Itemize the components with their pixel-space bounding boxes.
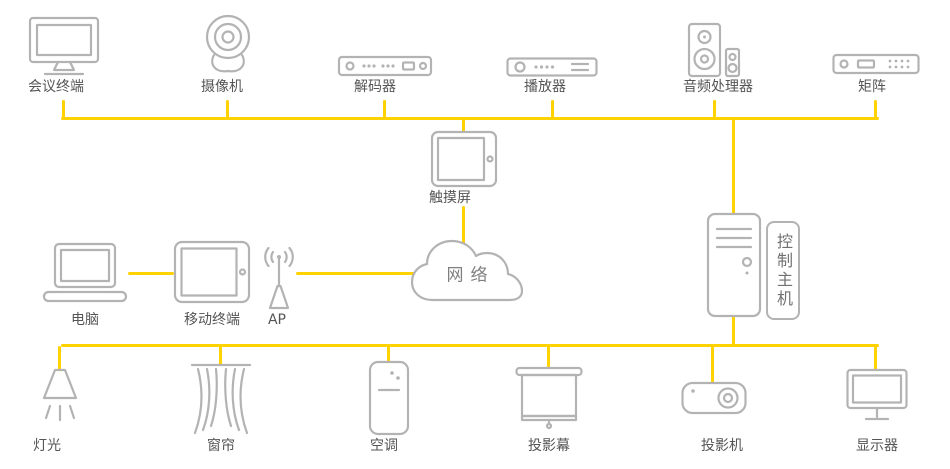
touch-screen-icon	[430, 130, 498, 188]
connector-ap-to-cloud	[296, 272, 418, 275]
projection-screen-icon	[515, 366, 583, 430]
connector-stub-matrix	[874, 100, 877, 119]
label-audio-processor: 音频处理器	[683, 79, 753, 95]
connector-stub-projection-screen	[547, 346, 550, 368]
player-icon	[506, 56, 598, 78]
connector-stub-monitor	[874, 346, 877, 370]
label-computer: 电脑	[71, 312, 99, 328]
label-conference-terminal: 会议终端	[28, 79, 84, 95]
projector-icon	[681, 374, 747, 422]
camera-icon	[200, 12, 256, 76]
connector-bus-to-host	[732, 119, 735, 214]
label-mobile-terminal: 移动终端	[184, 312, 240, 328]
air-conditioner-icon	[368, 360, 410, 436]
curtain-icon	[190, 362, 252, 436]
label-monitor: 显示器	[856, 438, 898, 454]
label-projection-screen: 投影幕	[528, 438, 570, 454]
label-network: 网络	[446, 265, 495, 286]
label-control-host: 控制主机	[774, 232, 793, 309]
antenna-icon	[256, 246, 302, 312]
laptop-icon	[42, 242, 128, 306]
lamp-icon	[34, 358, 86, 430]
connector-stub-audio-processor	[713, 100, 716, 119]
label-player: 播放器	[524, 79, 566, 95]
connector-stub-player	[551, 100, 554, 119]
connector-stub-air-conditioner	[387, 346, 390, 362]
connector-bottom-bus	[61, 344, 879, 347]
tablet-icon	[173, 240, 251, 304]
connector-stub-conference-terminal	[62, 100, 65, 119]
connector-stub-decoder	[383, 100, 386, 119]
connector-touchscreen-to-cloud	[462, 206, 465, 248]
connector-stub-curtain	[219, 346, 222, 365]
connector-stub-light	[58, 346, 61, 371]
connector-laptop-to-tablet	[128, 272, 174, 275]
connector-host-to-bottom-bus	[732, 316, 735, 346]
connector-top-bus	[61, 117, 879, 120]
label-ap: AP	[267, 312, 287, 328]
label-air-conditioner: 空调	[370, 438, 398, 454]
audio-processor-icon	[687, 22, 741, 78]
monitor-icon	[846, 368, 908, 426]
tower-host-icon	[706, 212, 762, 318]
connector-stub-projector	[711, 346, 714, 384]
matrix-icon	[832, 52, 920, 76]
label-projector: 投影机	[701, 438, 743, 454]
cloud-icon	[408, 232, 526, 314]
decoder-icon	[337, 54, 433, 78]
label-light: 灯光	[33, 438, 61, 454]
connector-stub-camera	[226, 100, 229, 119]
label-decoder: 解码器	[354, 79, 396, 95]
connector-bus-to-touchscreen	[462, 119, 465, 132]
label-camera: 摄像机	[201, 79, 243, 95]
label-touch-screen: 触摸屏	[429, 190, 471, 206]
conference-terminal-icon	[28, 16, 100, 78]
label-curtain: 窗帘	[207, 438, 235, 454]
label-matrix: 矩阵	[858, 79, 886, 95]
control-host-label-box: 控制主机	[766, 221, 800, 320]
